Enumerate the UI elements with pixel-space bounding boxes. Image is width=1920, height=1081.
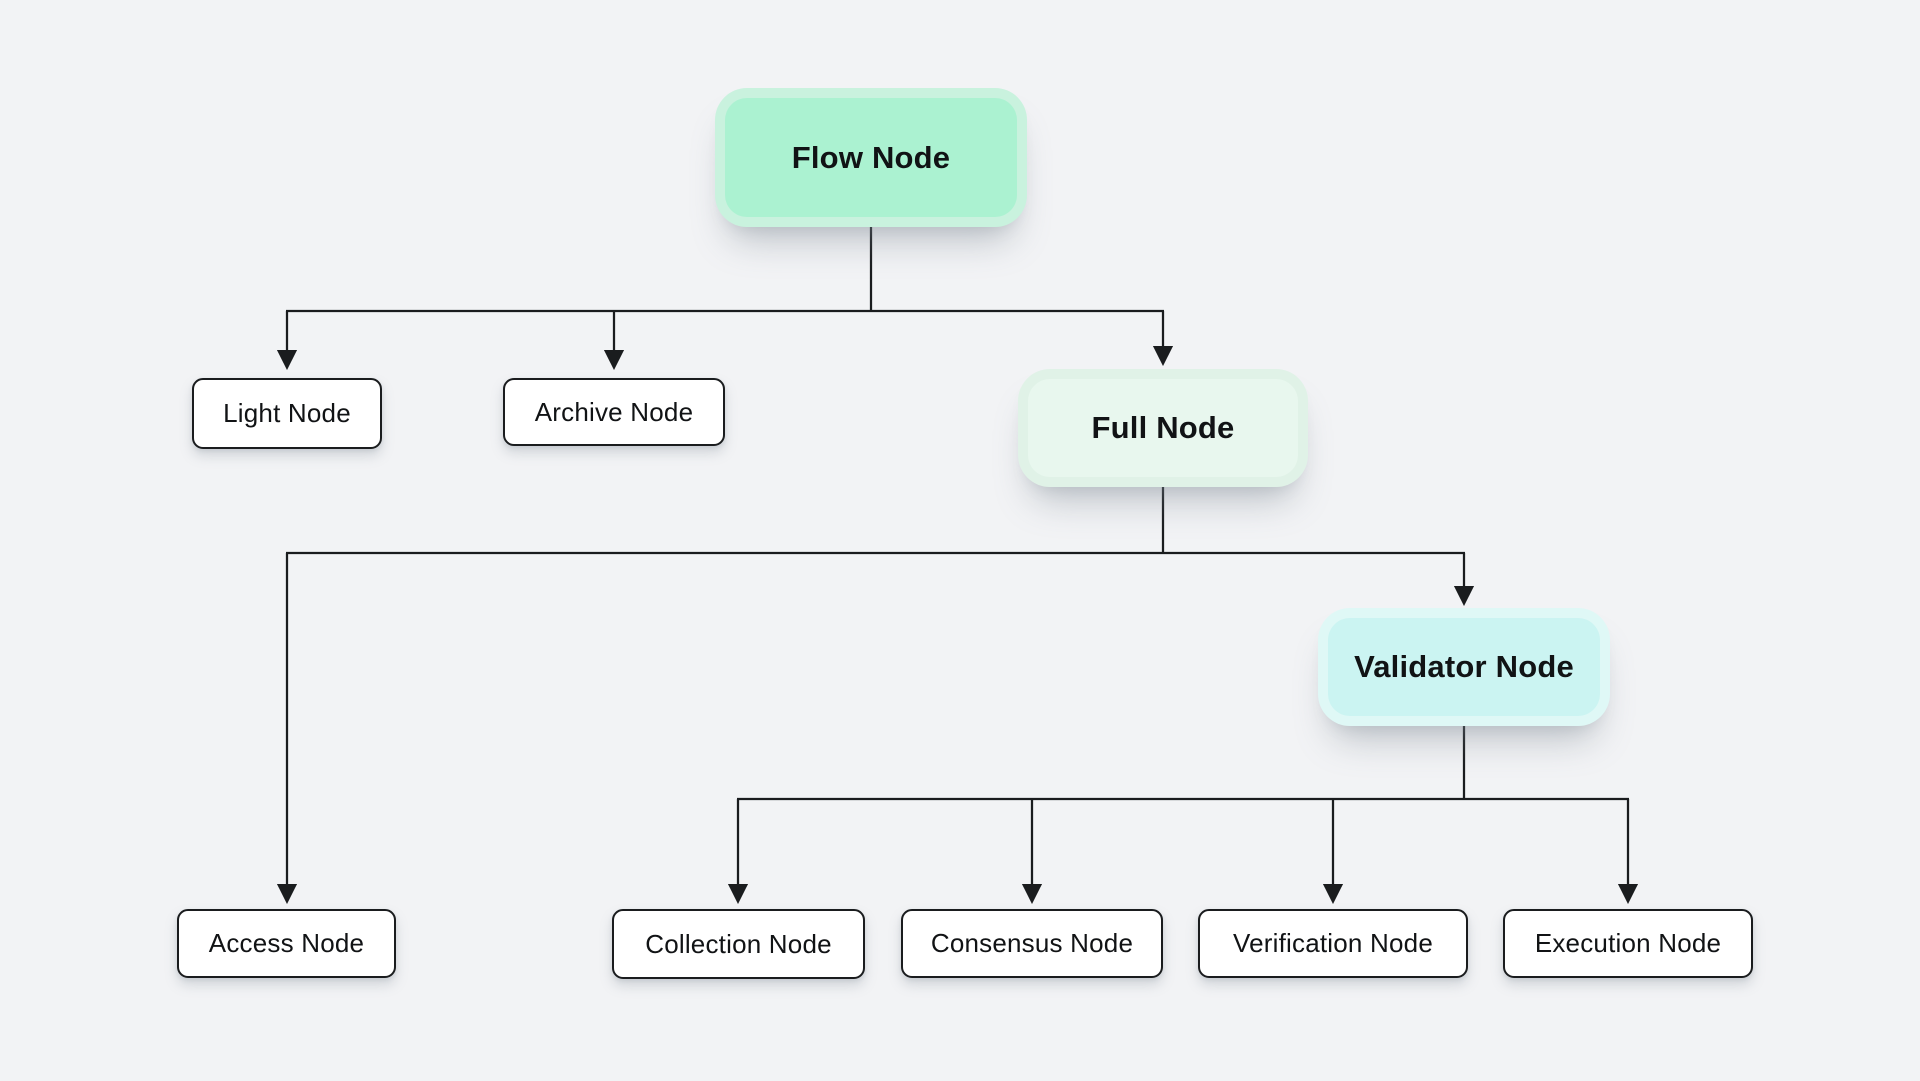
node-execution-label: Execution Node [1534,928,1722,958]
node-full-label: Full Node [1091,410,1235,445]
node-light-label: Light Node [223,398,351,428]
node-validator-label: Validator Node [1354,649,1574,684]
node-archive-label: Archive Node [534,396,694,427]
node-collection-label: Collection Node [645,928,832,959]
node-light: Light Node [192,378,382,449]
node-consensus: Consensus Node [901,909,1163,978]
node-archive: Archive Node [503,378,725,446]
node-validator: Validator Node [1328,618,1600,716]
node-verification: Verification Node [1198,909,1468,978]
node-access-label: Access Node [208,928,365,958]
node-flow-label: Flow Node [791,139,951,175]
node-consensus-label: Consensus Node [930,928,1134,958]
node-verification-label: Verification Node [1233,928,1433,958]
node-access: Access Node [177,909,396,978]
node-execution: Execution Node [1503,909,1753,978]
node-collection: Collection Node [612,909,865,979]
node-full: Full Node [1028,379,1298,477]
node-flow: Flow Node [725,98,1017,217]
